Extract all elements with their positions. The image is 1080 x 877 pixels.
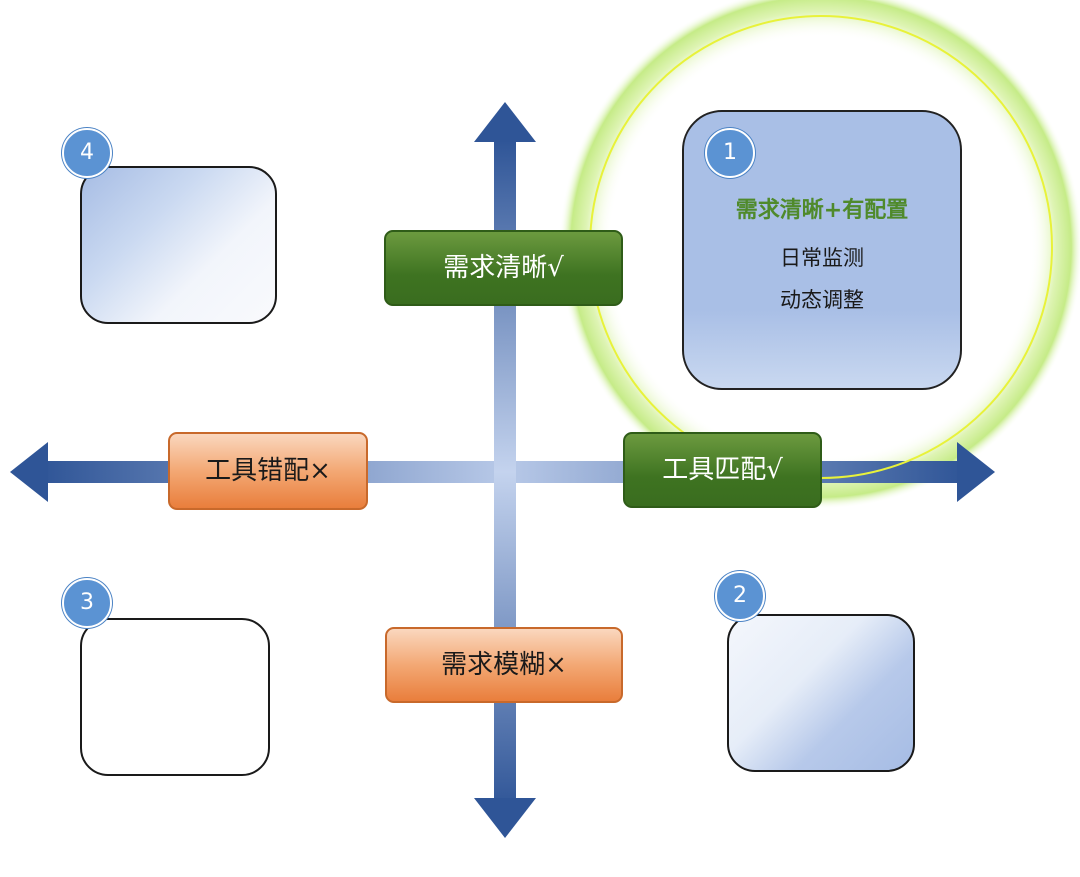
- arrowhead-left-icon: [10, 442, 48, 502]
- vertical-axis-top: [494, 140, 516, 472]
- quadrant-box-4: [80, 166, 277, 324]
- axis-label-right: 工具匹配√: [623, 432, 822, 508]
- axis-label-bottom: 需求模糊×: [385, 627, 623, 703]
- quadrant-box-2: [727, 614, 915, 772]
- quadrant-1-line-1: 日常监测: [780, 246, 864, 270]
- quadrant-box-3: [80, 618, 270, 776]
- quadrant-3-badge: 3: [62, 578, 112, 628]
- quadrant-1-badge: 1: [705, 128, 755, 178]
- quadrant-4-badge: 4: [62, 128, 112, 178]
- arrowhead-up-icon: [474, 102, 536, 142]
- quadrant-2-badge: 2: [715, 571, 765, 621]
- axis-label-left: 工具错配×: [168, 432, 368, 510]
- arrowhead-down-icon: [474, 798, 536, 838]
- quadrant-1-line-2: 动态调整: [780, 288, 864, 312]
- quadrant-1-heading: 需求清晰+有配置: [735, 198, 909, 223]
- axis-label-top: 需求清晰√: [384, 230, 623, 306]
